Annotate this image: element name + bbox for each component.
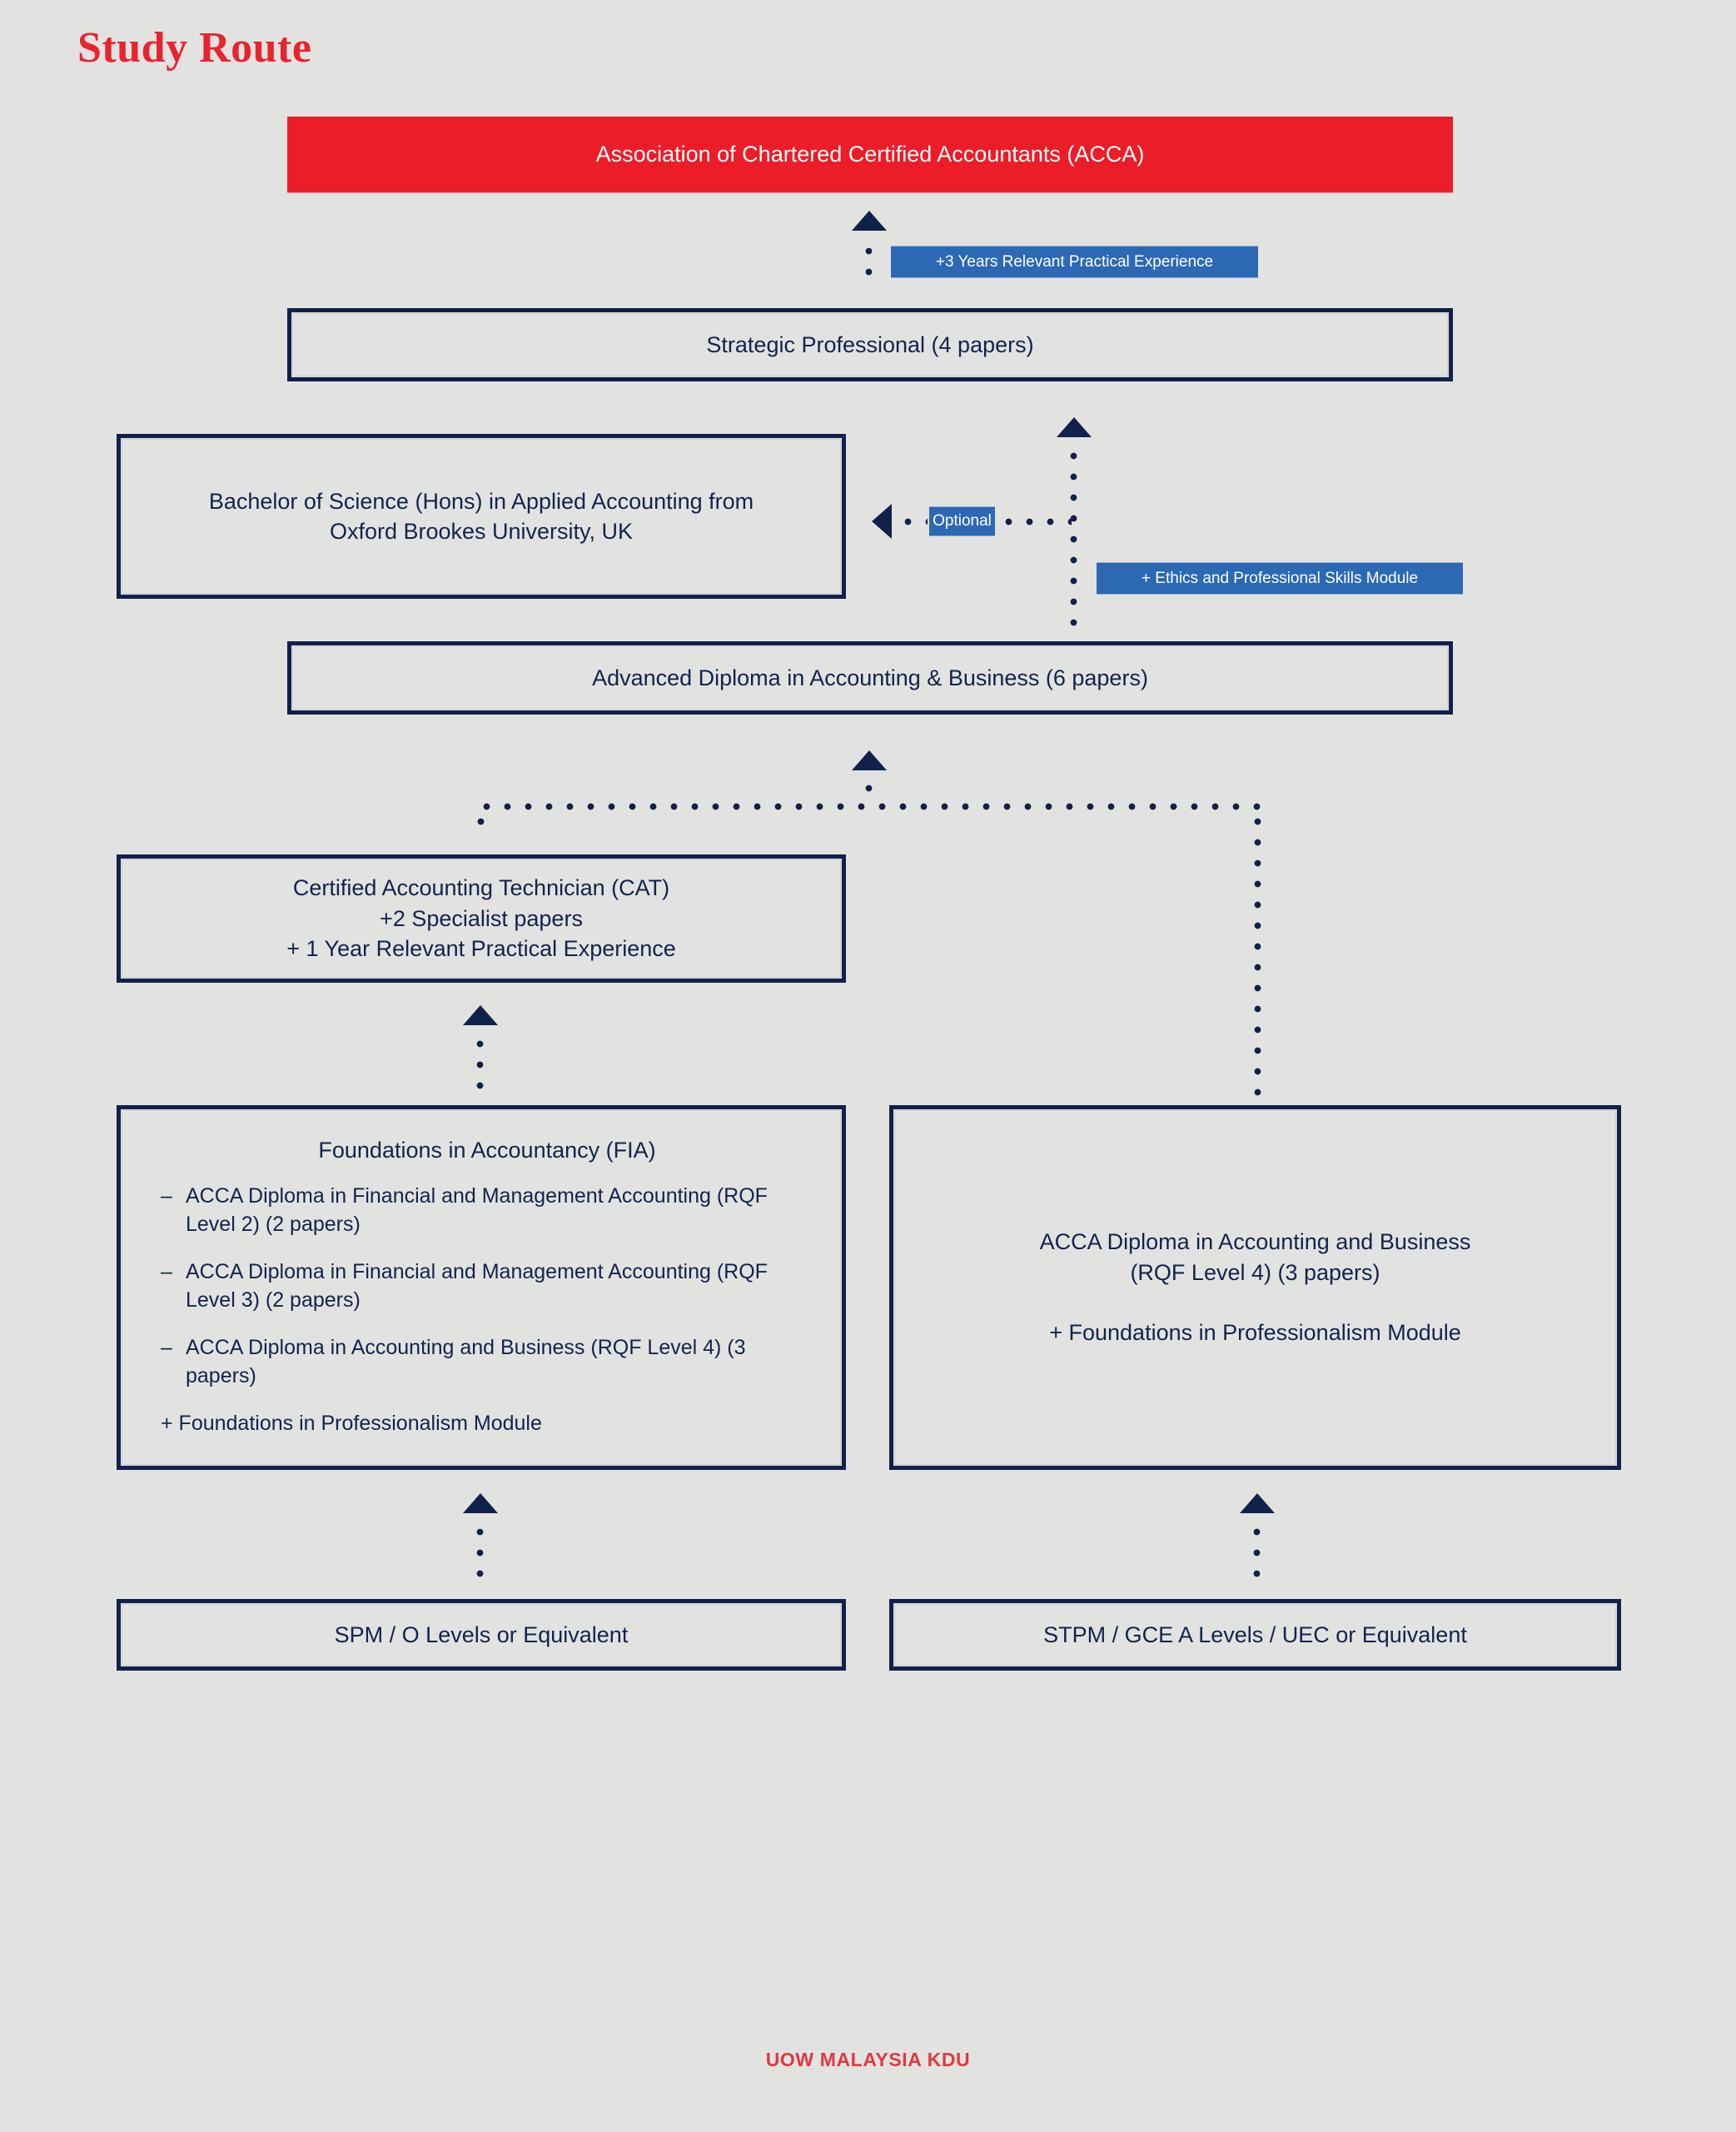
- node-bachelor-line2: Oxford Brookes University, UK: [329, 519, 634, 544]
- badge-experience: +3 Years Relevant Practical Experience: [891, 247, 1258, 277]
- node-advanced-diploma-label: Advanced Diploma in Accounting & Busines…: [592, 665, 1148, 690]
- node-entry-spm-label: SPM / O Levels or Equivalent: [334, 1621, 629, 1647]
- connector-strategic-to-acca: [864, 241, 873, 286]
- bullet-dash-icon: –: [161, 1259, 172, 1283]
- node-advanced-diploma: Advanced Diploma in Accounting & Busines…: [287, 641, 1453, 715]
- node-cat-line3: + 1 Year Relevant Practical Experience: [286, 936, 676, 962]
- badge-optional: Optional: [929, 507, 995, 535]
- node-entry-stpm: STPM / GCE A Levels / UEC or Equivalent: [889, 1599, 1621, 1671]
- connector-branch-left-drop: [476, 811, 485, 836]
- node-strategic-professional: Strategic Professional (4 papers): [287, 308, 1453, 381]
- badge-ethics-label: + Ethics and Professional Skills Module: [1141, 569, 1419, 587]
- node-cat: Certified Accounting Technician (CAT) +2…: [117, 854, 846, 983]
- node-diploma-rqf4-line2: (RQF Level 4) (3 papers): [1130, 1259, 1380, 1285]
- node-diploma-rqf4-line1: ACCA Diploma in Accounting and Business: [1039, 1229, 1471, 1255]
- connector-optional-left: [898, 517, 928, 526]
- node-entry-spm: SPM / O Levels or Equivalent: [117, 1599, 846, 1671]
- arrow-optional-to-bachelor: [872, 504, 892, 539]
- node-fia-body: Foundations in Accountancy (FIA) – ACCA …: [121, 1138, 842, 1438]
- connector-optional-right: [998, 517, 1072, 526]
- node-bachelor-oxford-brookes: Bachelor of Science (Hons) in Applied Ac…: [117, 434, 846, 599]
- arrow-strategic-to-acca: [852, 211, 887, 231]
- connector-branch-stub: [864, 778, 873, 803]
- arrow-stpm-to-diploma: [1240, 1493, 1275, 1513]
- node-fia-item-text: ACCA Diploma in Financial and Management…: [186, 1259, 768, 1313]
- node-bachelor-line1: Bachelor of Science (Hons) in Applied Ac…: [208, 488, 754, 514]
- badge-optional-label: Optional: [933, 512, 992, 530]
- connector-branch-right-drop: [1253, 811, 1262, 1103]
- node-fia-plus: + Foundations in Professionalism Module: [161, 1411, 542, 1435]
- connector-branch-horizontal: [476, 802, 1262, 811]
- node-acca: Association of Chartered Certified Accou…: [287, 117, 1453, 192]
- bullet-dash-icon: –: [161, 1335, 172, 1359]
- connector-fia-to-cat: [475, 1034, 485, 1100]
- node-fia-item: – ACCA Diploma in Accounting and Busines…: [161, 1333, 813, 1391]
- node-fia-item-text: ACCA Diploma in Accounting and Business …: [186, 1335, 746, 1388]
- badge-ethics: + Ethics and Professional Skills Module: [1097, 563, 1463, 594]
- bullet-dash-icon: –: [161, 1183, 172, 1208]
- footer-brand: UOW MALAYSIA KDU: [765, 2049, 971, 2070]
- node-fia-item-text: ACCA Diploma in Financial and Management…: [186, 1183, 768, 1237]
- node-cat-line2: +2 Specialist papers: [380, 905, 583, 931]
- node-diploma-rqf4-line3: + Foundations in Professionalism Module: [1049, 1320, 1461, 1346]
- node-fia: Foundations in Accountancy (FIA) – ACCA …: [117, 1105, 846, 1470]
- arrow-branch-to-advanced: [852, 750, 887, 770]
- node-acca-label: Association of Chartered Certified Accou…: [595, 142, 1145, 167]
- node-diploma-rqf4: ACCA Diploma in Accounting and Business …: [889, 1105, 1621, 1470]
- node-fia-item: – ACCA Diploma in Financial and Manageme…: [161, 1182, 813, 1239]
- arrow-advanced-to-strategic: [1057, 417, 1092, 437]
- badge-experience-label: +3 Years Relevant Practical Experience: [935, 252, 1214, 271]
- page-title: Study Route: [77, 24, 312, 72]
- connector-stpm-to-diploma: [1252, 1522, 1261, 1588]
- node-strategic-professional-label: Strategic Professional (4 papers): [706, 331, 1034, 357]
- node-fia-item: – ACCA Diploma in Financial and Manageme…: [161, 1258, 813, 1315]
- node-cat-line1: Certified Accounting Technician (CAT): [292, 875, 670, 901]
- connector-spm-to-fia: [475, 1522, 485, 1588]
- node-entry-stpm-label: STPM / GCE A Levels / UEC or Equivalent: [1043, 1621, 1467, 1647]
- connector-advanced-to-strategic: [1069, 446, 1078, 630]
- node-fia-title: Foundations in Accountancy (FIA): [318, 1137, 656, 1163]
- arrow-spm-to-fia: [463, 1493, 498, 1513]
- arrow-fia-to-cat: [463, 1005, 498, 1025]
